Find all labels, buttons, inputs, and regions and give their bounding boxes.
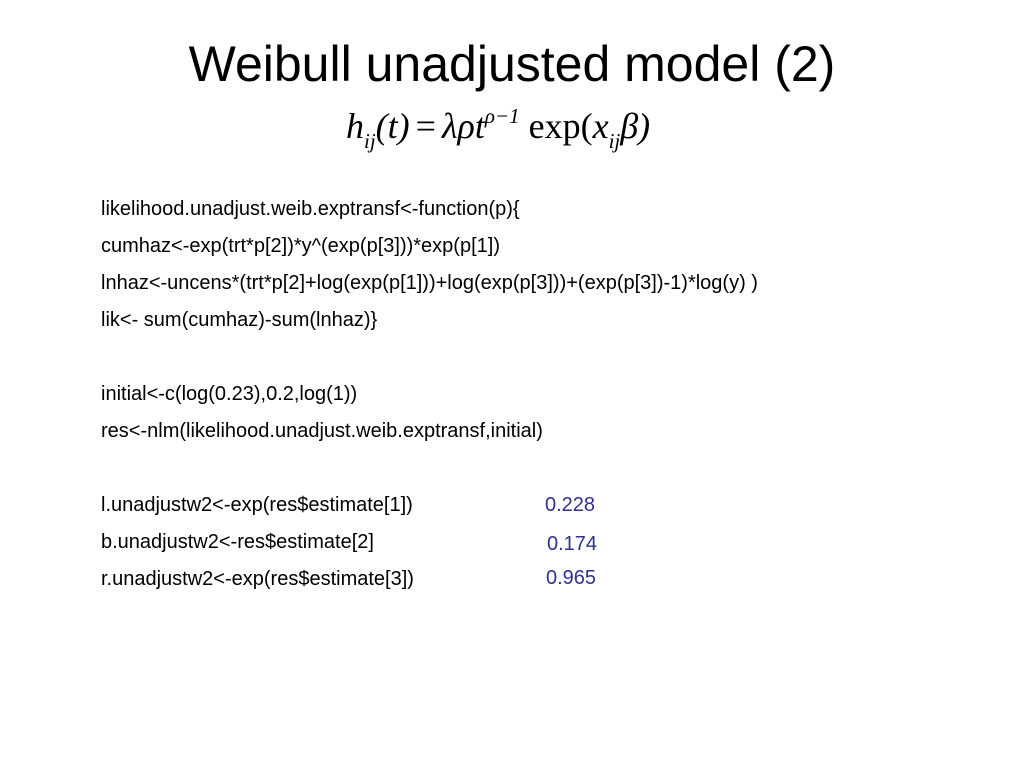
formula-beta: β) [620, 106, 651, 146]
formula-equals: = [415, 106, 436, 146]
code-line-function-def: likelihood.unadjust.weib.exptransf<-func… [101, 198, 520, 220]
formula-h-subscript: ij [364, 129, 376, 153]
result-b-value: 0.174 [547, 533, 598, 555]
formula-lambda-rho-t: λρt [441, 106, 485, 146]
result-r-value: 0.965 [546, 567, 597, 589]
code-line-b-estimate: b.unadjustw2<-res$estimate[2] [101, 531, 374, 553]
code-line-cumhaz: cumhaz<-exp(trt*p[2])*y^(exp(p[3]))*exp(… [101, 235, 500, 257]
formula-x-subscript: ij [608, 129, 621, 153]
code-line-nlm: res<-nlm(likelihood.unadjust.weib.exptra… [101, 420, 543, 442]
code-line-l-estimate: l.unadjustw2<-exp(res$estimate[1]) [101, 494, 413, 516]
formula-exp: exp( [528, 106, 593, 146]
code-line-r-estimate: r.unadjustw2<-exp(res$estimate[3]) [101, 568, 414, 590]
formula-h: h [346, 106, 364, 146]
formula-arg: (t) [375, 106, 410, 146]
slide-title: Weibull unadjusted model (2) [188, 36, 836, 92]
code-line-lnhaz: lnhaz<-uncens*(trt*p[2]+log(exp(p[1]))+l… [101, 272, 758, 294]
formula-x: x [592, 106, 609, 146]
formula-exponent: ρ−1 [484, 104, 520, 128]
result-l-value: 0.228 [545, 494, 596, 516]
hazard-formula: hij(t)=λρtρ−1 exp(xijβ) [346, 96, 650, 156]
code-line-lik: lik<- sum(cumhaz)-sum(lnhaz)} [101, 309, 378, 331]
code-line-initial: initial<-c(log(0.23),0.2,log(1)) [101, 383, 358, 405]
